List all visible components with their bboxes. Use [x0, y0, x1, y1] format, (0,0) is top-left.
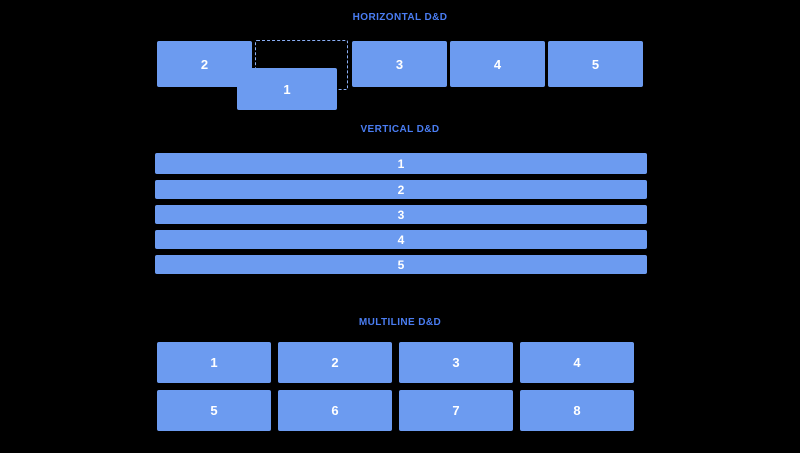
multiline-draggable-item-7[interactable]: 7	[399, 390, 513, 431]
multiline-dnd-title: MULTILINE D&D	[358, 317, 442, 328]
horizontal-dnd-title: HORIZONTAL D&D	[352, 12, 448, 23]
vertical-dnd-title: VERTICAL D&D	[360, 124, 440, 135]
vertical-draggable-item-1[interactable]: 1	[155, 153, 647, 174]
horizontal-draggable-item-2[interactable]: 2	[157, 41, 252, 87]
vertical-draggable-item-4[interactable]: 4	[155, 230, 647, 249]
horizontal-draggable-item-3[interactable]: 3	[352, 41, 447, 87]
vertical-draggable-item-2[interactable]: 2	[155, 180, 647, 199]
horizontal-dnd-list: 2 3 4 5 1	[157, 40, 647, 111]
multiline-draggable-item-2[interactable]: 2	[278, 342, 392, 383]
multiline-draggable-item-4[interactable]: 4	[520, 342, 634, 383]
multiline-draggable-item-8[interactable]: 8	[520, 390, 634, 431]
multiline-dnd-grid: 1 2 3 4 5 6 7 8	[157, 342, 634, 431]
multiline-draggable-item-5[interactable]: 5	[157, 390, 271, 431]
vertical-draggable-item-5[interactable]: 5	[155, 255, 647, 274]
horizontal-draggable-item-4[interactable]: 4	[450, 41, 545, 87]
horizontal-draggable-item-5[interactable]: 5	[548, 41, 643, 87]
vertical-dnd-list: 1 2 3 4 5	[155, 153, 647, 274]
dragged-item-1[interactable]: 1	[237, 68, 337, 110]
multiline-draggable-item-3[interactable]: 3	[399, 342, 513, 383]
multiline-draggable-item-1[interactable]: 1	[157, 342, 271, 383]
vertical-draggable-item-3[interactable]: 3	[155, 205, 647, 224]
multiline-draggable-item-6[interactable]: 6	[278, 390, 392, 431]
